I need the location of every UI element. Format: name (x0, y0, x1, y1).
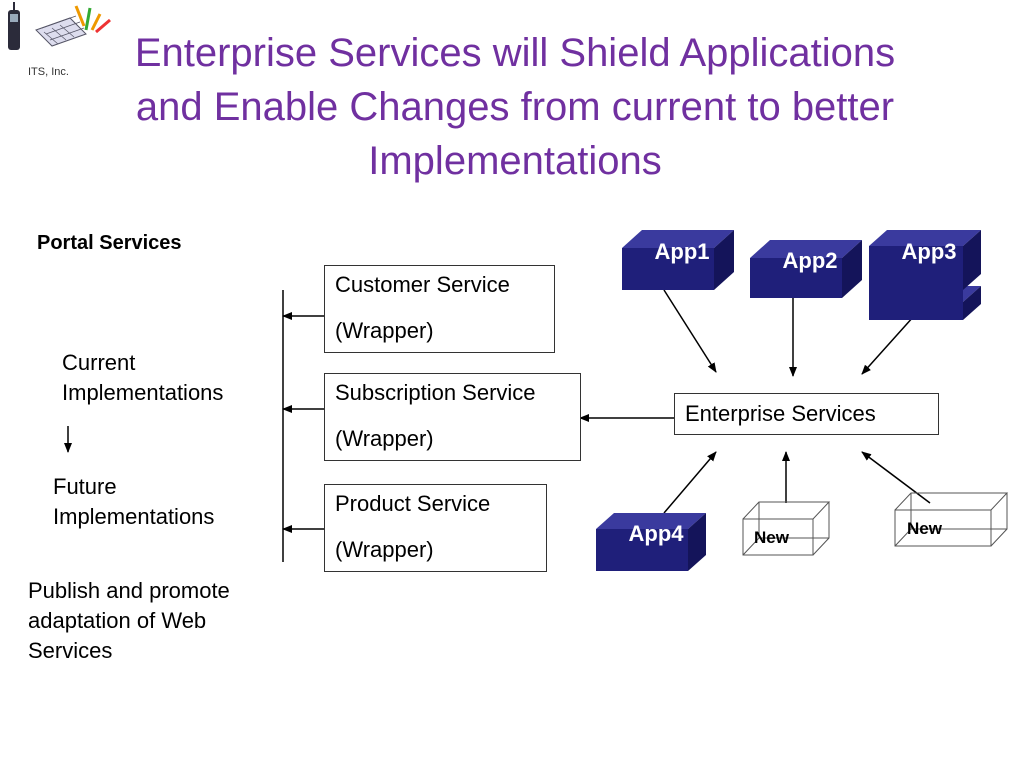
current-implementations-label: Current Implementations (62, 348, 223, 408)
title-line-1: Enterprise Services will Shield Applicat… (134, 31, 896, 75)
subscription-service-name: Subscription Service (335, 380, 536, 405)
company-logo: ITS, Inc. (0, 0, 130, 90)
new1-box (742, 501, 831, 556)
title-line-3: Implementations (368, 139, 662, 183)
arrow-app1-to-enterprise (663, 289, 717, 373)
new2-label: New (907, 519, 942, 538)
app3-label: App3 (901, 239, 957, 264)
current-line-2: Implementations (62, 380, 224, 405)
arrow-app3-to-enterprise (861, 315, 915, 375)
subscription-service-box: Subscription Service (Wrapper) (324, 373, 581, 461)
app1-label: App1 (654, 239, 710, 264)
new1-label: New (754, 528, 789, 547)
company-name: ITS, Inc. (28, 66, 69, 78)
arrow-new2-to-enterprise (861, 451, 931, 504)
product-service-name: Product Service (335, 491, 491, 516)
current-line-1: Current (62, 350, 136, 375)
publish-promote-text: Publish and promote adaptation of Web Se… (28, 576, 230, 666)
future-implementations-label: Future Implementations (53, 472, 214, 532)
app2-label: App2 (782, 248, 838, 273)
subscription-service-note: (Wrapper) (335, 426, 434, 451)
app2-block (750, 240, 862, 298)
publish-line-3: Services (28, 638, 113, 663)
customer-service-name: Customer Service (335, 272, 510, 297)
app4-block (596, 513, 706, 571)
app3-block (869, 230, 981, 320)
enterprise-services-box: Enterprise Services (674, 393, 939, 435)
slide-title: Enterprise Services will Shield Applicat… (60, 26, 970, 188)
product-service-note: (Wrapper) (335, 537, 434, 562)
future-line-1: Future (53, 474, 117, 499)
customer-service-note: (Wrapper) (335, 318, 434, 343)
product-service-box: Product Service (Wrapper) (324, 484, 547, 572)
portal-services-label: Portal Services (37, 232, 182, 254)
app1-block (622, 230, 734, 290)
arrow-app4-to-enterprise (663, 451, 717, 514)
publish-line-2: adaptation of Web (28, 608, 207, 633)
title-line-2: and Enable Changes from current to bette… (135, 85, 895, 129)
new2-box (894, 492, 1009, 547)
app4-label: App4 (628, 521, 684, 546)
future-line-2: Implementations (53, 504, 215, 529)
phone-keyboard-logo-icon (8, 2, 111, 50)
customer-service-box: Customer Service (Wrapper) (324, 265, 555, 353)
publish-line-1: Publish and promote (28, 578, 230, 603)
